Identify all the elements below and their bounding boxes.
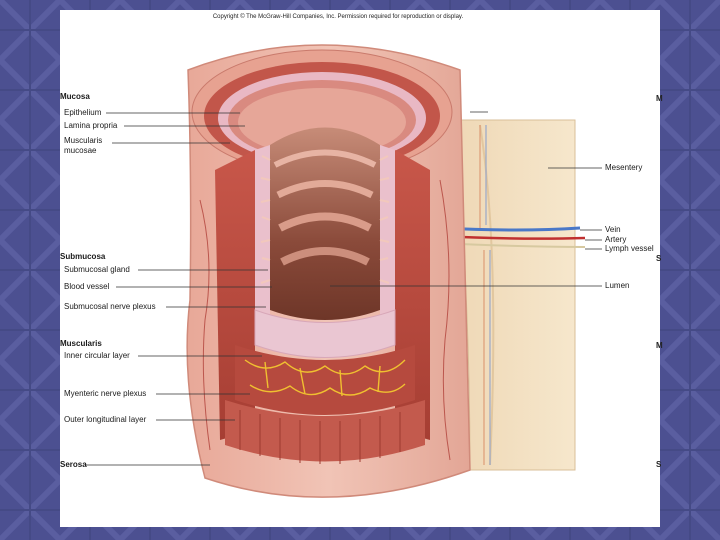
label-lymph-vessel: Lymph vessel bbox=[605, 244, 654, 254]
mesentery-sheet bbox=[455, 120, 575, 470]
edge-letter-1: M bbox=[656, 94, 663, 103]
label-myenteric-nerve-plexus: Myenteric nerve plexus bbox=[64, 389, 146, 399]
label-muscularis-mucosae-line2: mucosae bbox=[64, 146, 96, 156]
label-epithelium: Epithelium bbox=[64, 108, 101, 118]
copyright-notice: Copyright © The McGraw-Hill Companies, I… bbox=[158, 14, 518, 20]
label-vein: Vein bbox=[605, 225, 621, 235]
label-serosa: Serosa bbox=[60, 460, 87, 470]
label-lumen: Lumen bbox=[605, 281, 629, 291]
edge-letter-3: M bbox=[656, 341, 663, 350]
label-blood-vessel: Blood vessel bbox=[64, 282, 109, 292]
label-muscularis-mucosae-line1: Muscularis bbox=[64, 136, 102, 146]
label-mucosa: Mucosa bbox=[60, 92, 90, 102]
label-submucosal-gland: Submucosal gland bbox=[64, 265, 130, 275]
label-inner-circular-layer: Inner circular layer bbox=[64, 351, 130, 361]
edge-letter-4: S bbox=[656, 460, 661, 469]
label-submucosal-nerve-plexus: Submucosal nerve plexus bbox=[64, 302, 156, 312]
label-outer-longitudinal-layer: Outer longitudinal layer bbox=[64, 415, 146, 425]
label-submucosa: Submucosa bbox=[60, 252, 105, 262]
edge-letter-2: S bbox=[656, 254, 661, 263]
label-muscularis: Muscularis bbox=[60, 339, 102, 349]
label-mesentery: Mesentery bbox=[605, 163, 642, 173]
label-lamina-propria: Lamina propria bbox=[64, 121, 117, 131]
